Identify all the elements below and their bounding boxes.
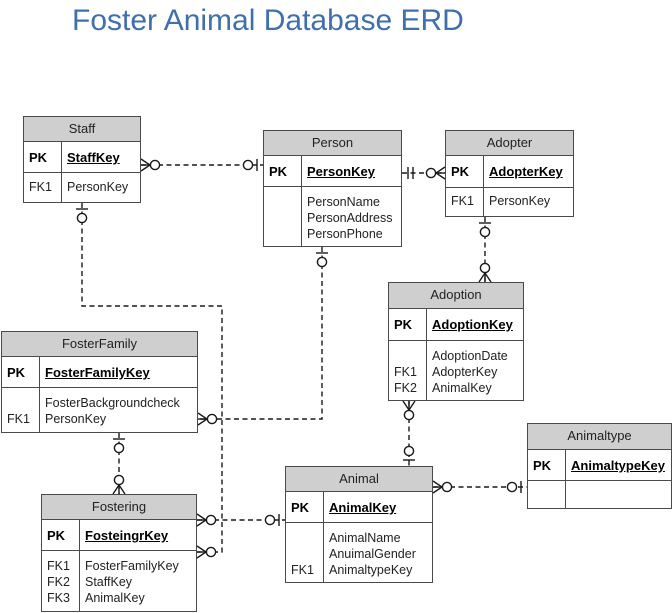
animal-field: AnimalName [329, 531, 401, 545]
cardinality-circle [264, 514, 276, 526]
cardinality-circle [205, 546, 217, 558]
entity-animal-header: Animal [286, 467, 432, 492]
person-field: PersonAddress [307, 211, 393, 225]
cardinality-circle [441, 481, 453, 493]
cardinality-circle [425, 167, 437, 179]
cardinality-circle [479, 262, 491, 274]
cardinality-circle [403, 445, 415, 457]
fostering-pk-tag: PK [42, 520, 80, 550]
adoption-pk-field: AdoptionKey [432, 317, 513, 332]
staff-field: PersonKey [67, 180, 129, 194]
cardinality-circle [149, 159, 161, 171]
person-field: PersonName [307, 195, 380, 209]
staff-pk-field: StaffKey [67, 150, 120, 165]
adoption-fk-tag: FK2 [394, 381, 417, 395]
entity-adopter[interactable]: Adopter PK AdopterKey FK1 PersonKey [445, 130, 574, 217]
person-field: PersonPhone [307, 227, 383, 241]
person-pk-tag: PK [264, 156, 302, 186]
cardinality-circle [206, 413, 218, 425]
adopter-pk-tag: PK [446, 156, 484, 187]
entity-animaltype-header: Animaltype [528, 424, 671, 450]
animaltype-pk-field: AnimaltypeKey [571, 458, 665, 473]
fostering-fk-tag: FK1 [47, 559, 70, 573]
entity-adoption-header: Adoption [389, 283, 523, 309]
fostering-pk-field: FosteingrKey [85, 528, 169, 543]
entity-fostering[interactable]: Fostering PK FosteingrKey FK1 FK2 FK3 Fo… [41, 494, 197, 612]
cardinality-circle [113, 474, 125, 486]
entity-person[interactable]: Person PK PersonKey PersonName PersonAdd… [263, 130, 402, 247]
person-pk-field: PersonKey [307, 164, 375, 179]
cardinality-circle [205, 514, 217, 526]
cardinality-circle [242, 159, 254, 171]
animal-field: AnimaltypeKey [329, 563, 413, 577]
adoption-field: AdoptionDate [432, 349, 508, 363]
entity-fostering-header: Fostering [42, 495, 196, 520]
cardinality-circle [113, 442, 125, 454]
adopter-pk-field: AdopterKey [489, 164, 563, 179]
cardinality-circle [506, 481, 518, 493]
fosterfamily-pk-tag: PK [2, 357, 40, 387]
cardinality-circle [479, 226, 491, 238]
staff-pk-tag: PK [24, 142, 62, 172]
adopter-field: PersonKey [489, 194, 551, 208]
adoption-field: AnimalKey [432, 381, 492, 395]
cardinality-circle [403, 409, 415, 421]
fosterfamily-pk-field: FosterFamilyKey [45, 365, 150, 380]
fostering-field: FosterFamilyKey [85, 559, 179, 573]
entity-staff-header: Staff [24, 117, 140, 142]
diagram-title: Foster Animal Database ERD [72, 4, 464, 37]
entity-fosterfamily-header: FosterFamily [2, 332, 197, 357]
relationship-person-fosterfamily [198, 247, 323, 420]
fosterfamily-fk-tag: FK1 [7, 412, 30, 426]
entity-staff[interactable]: Staff PK StaffKey FK1 PersonKey [23, 116, 141, 203]
adopter-fk-tag: FK1 [451, 194, 474, 208]
cardinality-circle [316, 256, 328, 268]
fosterfamily-field: FosterBackgroundcheck [45, 396, 180, 410]
fostering-field: StaffKey [85, 575, 133, 589]
adoption-fk-tag: FK1 [394, 365, 417, 379]
entity-fosterfamily[interactable]: FosterFamily PK FosterFamilyKey FK1 Fost… [1, 331, 198, 433]
entity-adopter-header: Adopter [446, 131, 573, 156]
entity-animaltype[interactable]: Animaltype PK AnimaltypeKey [527, 423, 672, 509]
fostering-field: AnimalKey [85, 591, 145, 605]
cardinality-circle [76, 212, 88, 224]
animal-field: AnuimalGender [329, 547, 416, 561]
adoption-field: AdopterKey [432, 365, 498, 379]
entity-person-header: Person [264, 131, 401, 156]
animal-pk-tag: PK [286, 492, 324, 522]
fostering-fk-tag: FK3 [47, 591, 70, 605]
animal-fk-tag: FK1 [291, 563, 314, 577]
staff-fk-tag: FK1 [29, 180, 52, 194]
fostering-fk-tag: FK2 [47, 575, 70, 589]
entity-animal[interactable]: Animal PK AnimalKey FK1 AnimalName Anuim… [285, 466, 433, 583]
animal-pk-field: AnimalKey [329, 500, 397, 515]
fosterfamily-field: PersonKey [45, 412, 107, 426]
adoption-pk-tag: PK [389, 309, 427, 340]
entity-adoption[interactable]: Adoption PK AdoptionKey FK1 FK2 Adoption… [388, 282, 524, 401]
animaltype-pk-tag: PK [528, 450, 566, 480]
